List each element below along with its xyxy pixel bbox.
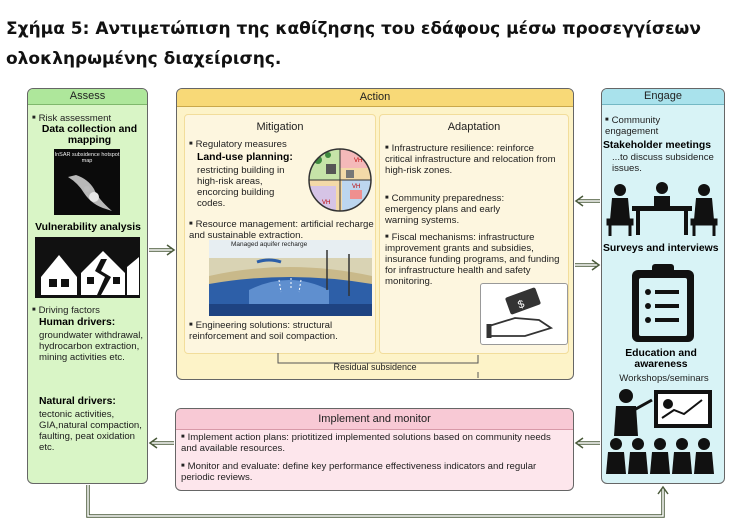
aquifer-recharge-label: Managed aquifer recharge [231,241,308,248]
arrow-implement-to-assess [148,437,174,449]
insar-map-label: InSAR subsidence hotspot map [54,152,120,164]
arrow-engage-to-action [574,195,600,207]
arrow-action-to-engage [575,259,601,271]
engage-education: Education and awareness [625,348,697,370]
svg-text:VH: VH [352,184,360,190]
arrow-engage-to-implement [574,437,600,449]
hand-money-icon: $ [486,287,554,338]
svg-text:$: $ [516,298,526,311]
funding-money-image: $ [480,283,568,345]
figure-title-line-1: Σχήμα 5: Αντιμετώπιση της καθίζησης του … [6,19,701,39]
residual-subsidence-connector [277,353,479,364]
action-header: Action [177,89,573,107]
workshop-presentation-icon [606,389,714,474]
assess-driving-factors: Driving factors [32,305,147,316]
engage-community: Community engagement [605,115,695,137]
implement-action-plans: Implement action plans: priotitized impl… [181,432,569,454]
survey-clipboard-icon [632,264,694,342]
implement-header: Implement and monitor [176,409,573,430]
insar-map-image: InSAR subsidence hotspot map [54,149,120,215]
figure-title: Σχήμα 5: Αντιμετώπιση της καθίζησης του … [6,14,746,74]
assess-data-collection: Data collection and mapping [41,124,138,146]
mitigation-land-use: Land-use planning: [197,152,293,163]
land-use-zoning-icon: VH VH VH [308,148,372,212]
residual-subsidence-label: Residual subsidence [333,362,417,372]
assess-header: Assess [28,89,147,105]
assess-human-text: groundwater withdrawal, hydrocarbon extr… [39,330,143,363]
engage-header: Engage [602,89,724,105]
engage-workshops: Workshops/seminars [619,373,709,384]
aquifer-cross-section [209,250,372,316]
assess-vulnerability: Vulnerability analysis [35,222,141,233]
adaptation-fiscal: Fiscal mechanisms: infrastructure improv… [385,232,565,287]
figure-title-line-2: ολοκληρωμένης διαχείρισης. [6,49,282,69]
assess-risk-assessment: Risk assessment [32,113,147,124]
collapsed-houses-image [35,237,140,298]
meeting-table-icon [606,182,718,236]
adaptation-community: Community preparedness: emergency plans … [385,193,535,226]
mitigation-resource: Resource management: artificial recharge… [189,219,375,241]
mitigation-header: Mitigation [256,121,304,133]
engage-surveys: Surveys and interviews [603,243,719,254]
engage-stakeholder-text: ...to discuss subsidence issues. [612,152,714,174]
arrow-assess-to-action [149,244,176,256]
svg-text:VH: VH [354,158,362,164]
assess-natural-drivers: Natural drivers: [39,396,116,407]
svg-text:VH: VH [322,200,330,206]
insar-hotspot-shape [68,175,112,211]
engage-stakeholder: Stakeholder meetings [603,140,711,151]
mitigation-engineering: Engineering solutions: structural reinfo… [189,320,375,342]
assess-natural-text: tectonic activities, GIA,natural compact… [39,409,142,453]
implement-monitor-evaluate: Monitor and evaluate: define key perform… [181,461,569,483]
adaptation-infrastructure: Infrastructure resilience: reinforce cri… [385,143,563,176]
mitigation-regulatory: Regulatory measures [189,139,309,150]
adaptation-header: Adaptation [447,121,501,133]
collapsed-houses-icon [41,251,139,295]
assess-human-drivers: Human drivers: [39,317,116,328]
aquifer-recharge-image: Managed aquifer recharge [209,240,372,316]
mitigation-land-use-text: restricting building in high-risk areas,… [197,165,285,209]
